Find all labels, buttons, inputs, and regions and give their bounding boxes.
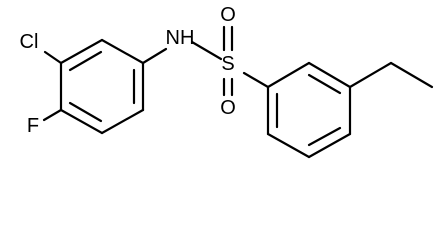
- atom-label-o-top: O: [220, 4, 236, 26]
- atom-label-o-bottom: O: [220, 97, 236, 119]
- double-bond-inner: [68, 101, 103, 123]
- bond: [266, 132, 311, 159]
- bond-c-n: [141, 47, 168, 65]
- double-bond-inner: [307, 73, 342, 95]
- atom-label-cl: Cl: [20, 31, 39, 53]
- bond-n-s: [190, 40, 223, 61]
- bond: [59, 38, 104, 65]
- bond: [266, 61, 311, 89]
- bond-ring-ch2: [348, 61, 393, 89]
- bond: [100, 108, 145, 135]
- bond: [59, 108, 104, 135]
- bond-c-f: [42, 108, 63, 122]
- atom-label-f: F: [27, 115, 39, 137]
- double-bond-inner: [307, 126, 342, 147]
- bond-s-c: [242, 71, 270, 89]
- double-bond-inner: [68, 50, 103, 72]
- atom-label-nh: NH: [166, 27, 195, 49]
- ethylphenyl-ring: [266, 61, 352, 159]
- atom-label-s: S: [221, 53, 234, 75]
- bond-c-cl: [43, 50, 63, 65]
- bond: [307, 61, 352, 89]
- bond: [307, 132, 352, 159]
- chlorofluorophenyl-ring: [59, 38, 145, 135]
- bond-ch2-ch3: [389, 61, 434, 89]
- structure-drawing: NH S O O Cl F: [20, 4, 434, 159]
- molecule-diagram: NH S O O Cl F: [20, 4, 434, 159]
- bond: [100, 38, 145, 65]
